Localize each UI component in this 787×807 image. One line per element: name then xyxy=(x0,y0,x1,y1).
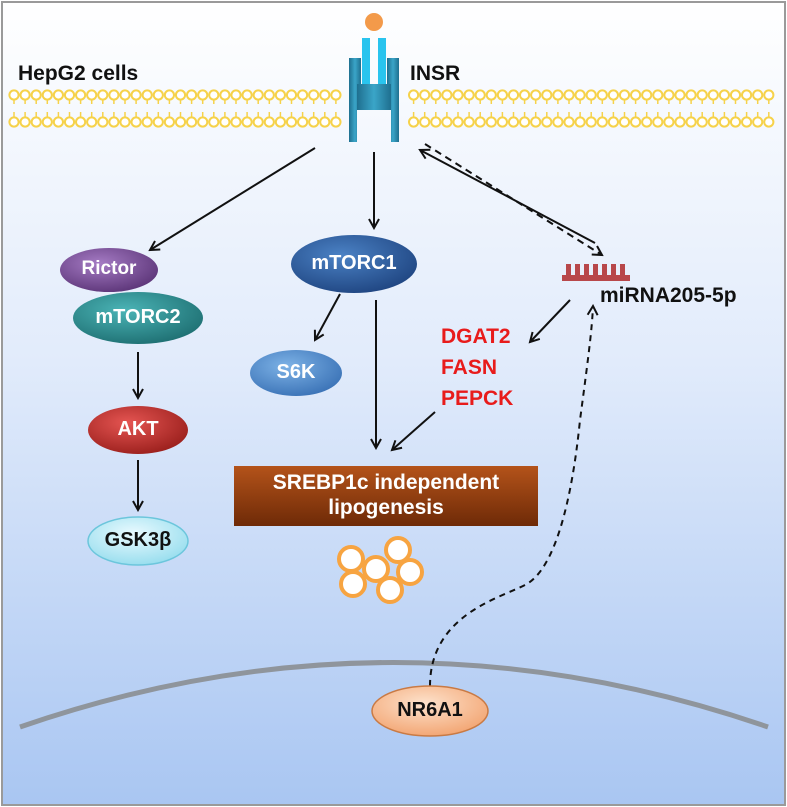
mtorc1-label: mTORC1 xyxy=(311,252,397,274)
cell-membrane xyxy=(8,89,775,128)
arrow-mirna-to-genes xyxy=(530,299,571,342)
mtorc1-node xyxy=(291,235,417,293)
arrow-genes-to-lipogenesis xyxy=(392,411,436,450)
insr-receptor xyxy=(349,13,399,142)
rictor-node xyxy=(60,248,158,292)
gene-dgat2: DGAT2 xyxy=(441,325,511,348)
insr-label: INSR xyxy=(410,62,461,85)
mtorc2-node xyxy=(73,292,203,344)
lipogenesis-label: SREBP1c independent lipogenesis xyxy=(234,470,538,520)
akt-node xyxy=(88,406,188,454)
arrow-mtorc1-to-s6k xyxy=(315,293,341,340)
s6k-node xyxy=(250,350,342,396)
arrow-insr-to-rictor xyxy=(150,147,316,250)
dashed-arrow-nr6a1-to-mirna xyxy=(429,306,593,687)
lipogenesis-line-2: lipogenesis xyxy=(328,496,444,519)
lipid-droplets xyxy=(337,536,424,604)
lipogenesis-box xyxy=(234,466,538,526)
dashed-arrow-insr-to-mirna xyxy=(424,143,602,255)
lipogenesis-line-1: SREBP1c independent xyxy=(272,471,500,494)
akt-label: AKT xyxy=(117,418,159,440)
gsk3b-node xyxy=(87,516,189,566)
rictor-label: Rictor xyxy=(81,258,137,279)
gsk3b-label: GSK3β xyxy=(104,529,172,551)
cell-label: HepG2 cells xyxy=(18,62,139,85)
mtorc2-label: mTORC2 xyxy=(95,306,181,328)
nuclear-envelope xyxy=(19,660,769,730)
gene-fasn: FASN xyxy=(441,356,498,379)
s6k-label: S6K xyxy=(276,361,316,383)
lipogenic-gene-list: DGAT2 FASN PEPCK xyxy=(441,321,513,414)
gene-pepck: PEPCK xyxy=(441,387,514,410)
pathway-arrows xyxy=(138,143,602,687)
ligand-icon xyxy=(365,13,383,31)
nr6a1-node xyxy=(371,685,489,737)
mirna-label: miRNA205-5p xyxy=(600,284,737,307)
mirna-icon xyxy=(562,264,630,281)
nr6a1-label: NR6A1 xyxy=(397,699,463,721)
